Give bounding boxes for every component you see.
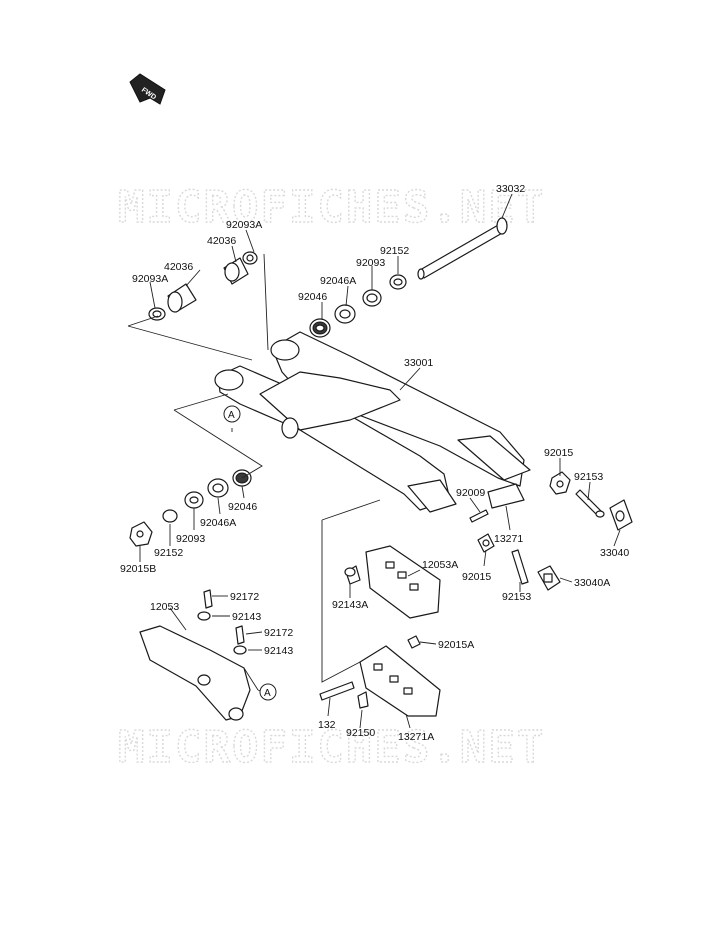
label-92093A-lower: 92093A <box>132 273 168 285</box>
label-42036-lower: 42036 <box>164 261 193 273</box>
label-33001: 33001 <box>404 357 433 369</box>
part-labels: 33032 92093A 42036 42036 92093A 92152 92… <box>120 183 629 743</box>
label-92046-upper: 92046 <box>298 291 327 303</box>
label-92093A-upper: 92093A <box>226 219 262 231</box>
nut-92015A <box>407 635 421 649</box>
bolt-92172-lower <box>235 625 245 645</box>
label-12053: 12053 <box>150 601 179 613</box>
label-92153-lower: 92153 <box>502 591 531 603</box>
ref-mark-a-upper-text: A <box>228 410 235 421</box>
label-92015B: 92015B <box>120 563 156 575</box>
label-92152-upper: 92152 <box>380 245 409 257</box>
label-92143A: 92143A <box>332 599 368 611</box>
bolt-132 <box>319 681 355 701</box>
bolt-92172-upper <box>203 589 213 609</box>
label-92150: 92150 <box>346 727 375 739</box>
label-12053A: 12053A <box>422 559 458 571</box>
sleeve-42036-upper <box>223 257 249 285</box>
washer-92093-lower <box>184 491 204 509</box>
sleeve-42036-lower <box>167 283 197 313</box>
leader-lines <box>127 193 621 729</box>
collar-92143A <box>344 565 361 585</box>
washer-92143-upper <box>197 611 211 621</box>
chain-guide-12053A <box>365 545 441 619</box>
label-92152-lower: 92152 <box>154 547 183 559</box>
swingarm-pivot-shaft <box>417 217 508 280</box>
bolt-92150 <box>357 691 369 709</box>
pivot-collar-92152 <box>389 274 407 290</box>
label-92046A-lower: 92046A <box>200 517 236 529</box>
collar-92152-lower <box>162 509 178 523</box>
washer-92093A-upper <box>242 251 258 265</box>
nut-92015-upper <box>549 471 571 495</box>
washer-92143-lower <box>233 645 247 655</box>
chain-adjuster-block-33040 <box>609 499 633 531</box>
label-42036-upper: 42036 <box>207 235 236 247</box>
chain-guide-plate-13271 <box>487 483 525 509</box>
bolt-92153-lower <box>511 549 529 585</box>
chain-guide-13271A <box>359 645 441 717</box>
ref-mark-a-upper: A <box>223 405 241 423</box>
label-33040: 33040 <box>600 547 629 559</box>
label-13271A: 13271A <box>398 731 434 743</box>
pivot-seal-92046A <box>334 304 356 324</box>
label-33040A: 33040A <box>574 577 610 589</box>
label-92015-upper: 92015 <box>544 447 573 459</box>
bolt-92153-upper <box>575 489 605 518</box>
label-132: 132 <box>318 719 336 731</box>
label-92153-upper: 92153 <box>574 471 603 483</box>
needle-bearing-92046-upper <box>309 318 331 338</box>
swingarm-33001 <box>214 331 531 513</box>
fwd-arrow-icon: FWD <box>129 73 166 105</box>
ref-mark-a-lower: A <box>259 683 277 701</box>
label-92015-lower: 92015 <box>462 571 491 583</box>
nut-92015B <box>129 521 153 547</box>
label-92172-lower: 92172 <box>264 627 293 639</box>
ref-mark-a-lower-text: A <box>264 688 271 699</box>
chain-adjuster-block-33040A <box>537 565 561 591</box>
nut-92015-lower <box>477 533 495 553</box>
screw-92009 <box>469 509 489 523</box>
label-92143-lower: 92143 <box>264 645 293 657</box>
label-33032: 33032 <box>496 183 525 195</box>
seal-92046A-lower <box>207 478 229 498</box>
watermark-top: MICROFICHES.NET <box>118 182 545 233</box>
label-92093-upper: 92093 <box>356 257 385 269</box>
label-13271: 13271 <box>494 533 523 545</box>
pivot-washer-92093 <box>362 289 382 307</box>
washer-92093A-lower <box>148 307 166 321</box>
label-92046-lower: 92046 <box>228 501 257 513</box>
label-92009: 92009 <box>456 487 485 499</box>
label-92046A-upper: 92046A <box>320 275 356 287</box>
label-92172-upper: 92172 <box>230 591 259 603</box>
watermark-bottom: MICROFICHES.NET <box>118 722 545 773</box>
label-92015A: 92015A <box>438 639 474 651</box>
chain-slider-12053 <box>139 625 251 721</box>
label-92093-lower: 92093 <box>176 533 205 545</box>
label-92143-upper: 92143 <box>232 611 261 623</box>
